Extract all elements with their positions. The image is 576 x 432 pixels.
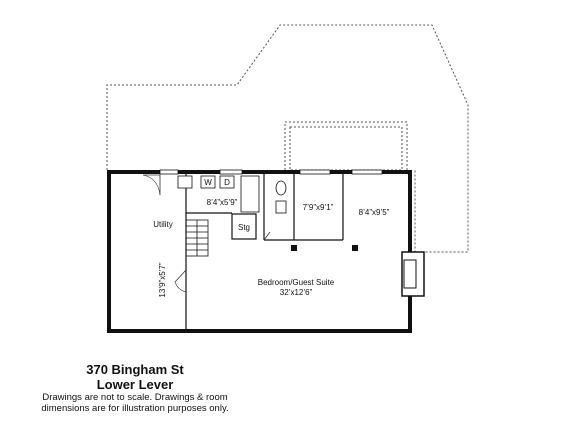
deck-outline xyxy=(284,121,408,170)
bath-sink xyxy=(275,200,287,214)
shower xyxy=(240,175,260,213)
door-swing xyxy=(174,269,187,283)
window xyxy=(219,169,243,175)
washer xyxy=(200,175,216,189)
storage-closet xyxy=(231,213,257,240)
utility-label: Utility xyxy=(153,220,173,229)
support-column xyxy=(352,245,358,251)
bedroom-name: Bedroom/Guest Suite xyxy=(258,278,335,287)
deck-inner-outline xyxy=(289,126,403,171)
door-swing xyxy=(174,281,187,293)
closet-dimensions: 8’4”x9’5” xyxy=(359,208,390,217)
hall-dimensions: 13’9”x5’7” xyxy=(158,262,167,297)
plan-caption: 370 Bingham St Lower Lever Drawings are … xyxy=(0,362,270,414)
window xyxy=(299,169,331,175)
storage-label: Stg xyxy=(238,223,250,232)
dryer-label: D xyxy=(224,178,230,187)
fireplace-box xyxy=(403,259,417,289)
disclaimer-line-2: dimensions are for illustration purposes… xyxy=(41,403,229,414)
exterior-wall xyxy=(107,170,412,333)
toilet xyxy=(275,180,287,196)
laundry-dimensions: 8’4”x5’9” xyxy=(207,198,238,207)
disclaimer-line-1: Drawings are not to scale. Drawings & ro… xyxy=(42,392,228,403)
bath-dimensions: 7’9”x9’1” xyxy=(303,203,334,212)
bedroom-dimensions: 32’x12’6” xyxy=(280,288,313,297)
level-title: Lower Lever xyxy=(96,377,174,392)
door-swing xyxy=(263,231,271,241)
window xyxy=(159,169,179,175)
dryer xyxy=(219,175,235,189)
window xyxy=(351,169,383,175)
washer-label: W xyxy=(204,178,212,187)
door-swing xyxy=(143,174,161,195)
door-swing xyxy=(142,174,161,196)
support-column xyxy=(291,245,297,251)
address-title: 370 Bingham St xyxy=(86,362,184,377)
laundry-sink xyxy=(177,175,193,189)
upper-level-outline xyxy=(106,24,469,253)
staircase xyxy=(185,219,209,257)
